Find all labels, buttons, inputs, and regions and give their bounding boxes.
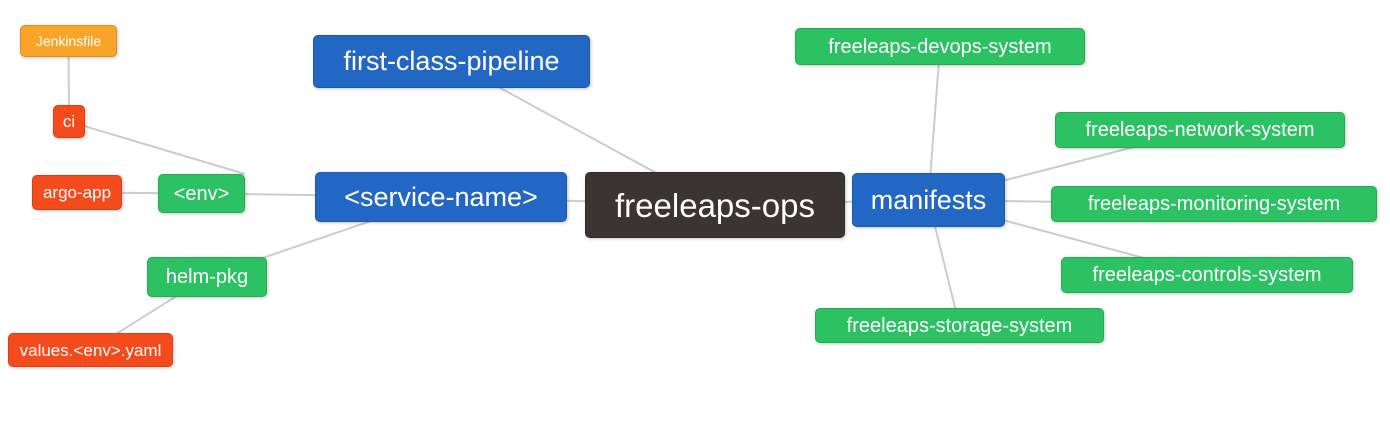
- node-jenkinsfile[interactable]: Jenkinsfile: [20, 25, 117, 57]
- node-env[interactable]: <env>: [158, 174, 245, 213]
- node-helm-pkg[interactable]: helm-pkg: [147, 257, 267, 297]
- node-manifests[interactable]: manifests: [852, 173, 1005, 227]
- node-freeleaps-controls-system[interactable]: freeleaps-controls-system: [1061, 257, 1353, 293]
- node-freeleaps-storage-system[interactable]: freeleaps-storage-system: [815, 308, 1104, 343]
- node-freeleaps-network-system[interactable]: freeleaps-network-system: [1055, 112, 1345, 148]
- node-freeleaps-devops-system[interactable]: freeleaps-devops-system: [795, 28, 1085, 65]
- node-values-env-yaml[interactable]: values.<env>.yaml: [8, 333, 173, 367]
- node-argo-app[interactable]: argo-app: [32, 175, 122, 210]
- node-first-class-pipeline[interactable]: first-class-pipeline: [313, 35, 590, 88]
- node-freeleaps-ops[interactable]: freeleaps-ops: [585, 172, 845, 238]
- node-ci[interactable]: ci: [53, 105, 85, 138]
- edge-ci--env: [68, 120, 246, 175]
- node-freeleaps-monitoring-system[interactable]: freeleaps-monitoring-system: [1051, 186, 1377, 222]
- node-service-name[interactable]: <service-name>: [315, 172, 567, 222]
